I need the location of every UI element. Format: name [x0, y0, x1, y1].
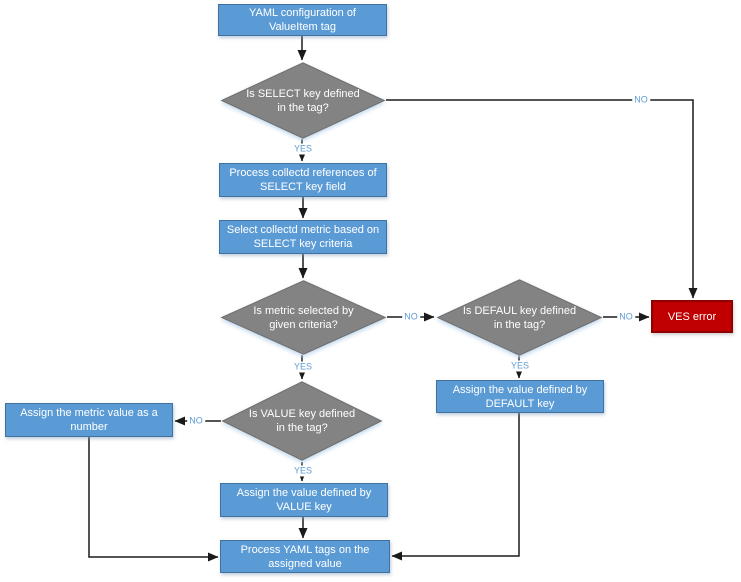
edge-number-to-tags: [88, 437, 219, 562]
node-value-decision-label: Is VALUE key defined in the tag?: [248, 408, 356, 434]
node-select-metric-label: Select collectd metric based on SELECT k…: [226, 224, 380, 250]
edge-label-value-yes: YES: [291, 465, 315, 477]
node-assign-default: Assign the value defined by DEFAULT key: [436, 380, 604, 413]
node-default-decision: Is DEFAUL key defined in the tag?: [436, 279, 603, 356]
node-value-decision: Is VALUE key defined in the tag?: [221, 381, 383, 461]
node-ves-error: VES error: [651, 300, 733, 333]
node-assign-value-label: Assign the value defined by VALUE key: [236, 487, 372, 513]
edge-select-no: [386, 99, 698, 299]
edge-label-default-no: NO: [617, 311, 635, 323]
node-metric-decision: Is metric selected by given criteria?: [220, 280, 387, 355]
node-metric-decision-label: Is metric selected by given criteria?: [253, 304, 354, 331]
edge-label-select-yes: YES: [291, 143, 315, 155]
node-select-metric: Select collectd metric based on SELECT k…: [219, 220, 387, 254]
node-select-decision: Is SELECT key defined in the tag?: [220, 62, 386, 139]
node-assign-value: Assign the value defined by VALUE key: [220, 483, 388, 517]
node-ves-error-label: VES error: [667, 310, 717, 323]
node-start-label: YAML configuration of ValueItem tag: [248, 7, 356, 33]
node-process-tags-label: Process YAML tags on the assigned value: [240, 543, 370, 570]
edge-label-default-yes: YES: [508, 360, 532, 372]
edge-label-select-no: NO: [632, 94, 650, 106]
node-default-decision-label: Is DEFAUL key defined in the tag?: [462, 304, 577, 331]
node-start: YAML configuration of ValueItem tag: [218, 4, 387, 36]
edge-default-to-tags: [391, 413, 520, 561]
node-select-decision-label: Is SELECT key defined in the tag?: [246, 87, 360, 114]
diamond-shape: [220, 280, 387, 355]
node-process-refs-label: Process collectd references of SELECT ke…: [229, 167, 377, 193]
edge-label-value-no: NO: [187, 415, 205, 427]
diamond-shape: [220, 62, 386, 139]
node-assign-default-label: Assign the value defined by DEFAULT key: [452, 383, 588, 410]
node-assign-number-label: Assign the metric value as a number: [20, 407, 158, 433]
node-process-tags: Process YAML tags on the assigned value: [220, 540, 390, 573]
diamond-shape: [221, 381, 383, 461]
edge-label-metric-yes: YES: [291, 361, 315, 373]
node-assign-number: Assign the metric value as a number: [5, 403, 173, 437]
edge-label-metric-no: NO: [402, 311, 420, 323]
node-process-refs: Process collectd references of SELECT ke…: [219, 163, 387, 197]
diamond-shape: [436, 279, 603, 356]
